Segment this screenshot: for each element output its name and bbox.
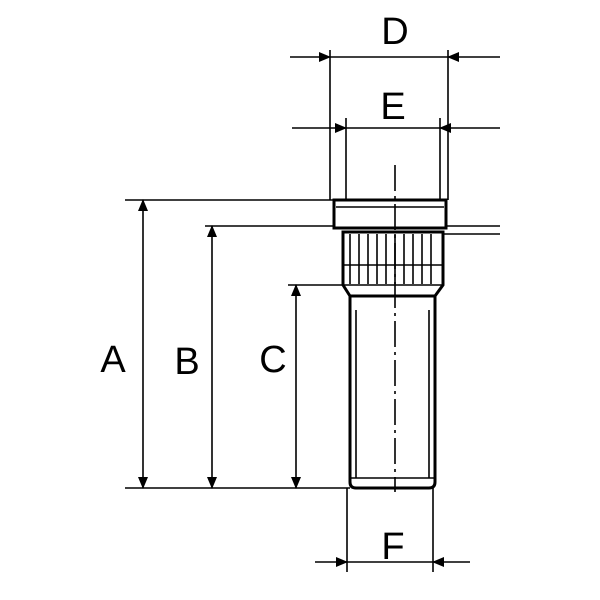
knurled-collar xyxy=(341,230,445,298)
stud-head xyxy=(332,198,448,230)
label-b: B xyxy=(174,341,199,383)
dimension-b: B xyxy=(174,225,217,489)
label-a: A xyxy=(100,339,126,381)
dimension-e: E xyxy=(292,86,500,133)
label-e: E xyxy=(380,86,405,128)
dimension-f: F xyxy=(315,526,470,568)
label-c: C xyxy=(259,339,286,381)
stud-part xyxy=(332,165,448,492)
dimension-a: A xyxy=(100,199,148,489)
stud-shank xyxy=(348,296,437,490)
label-f: F xyxy=(381,526,404,568)
label-d: D xyxy=(381,11,408,53)
dimension-d: D xyxy=(290,11,500,62)
dimension-c: C xyxy=(259,284,301,489)
